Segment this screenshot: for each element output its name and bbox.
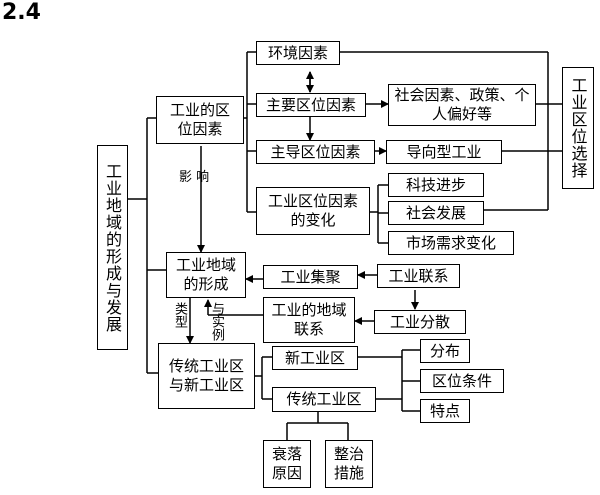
market-node: 市场需求变化 — [388, 231, 514, 255]
root-node: 工业地域的形成与发展 — [97, 145, 128, 350]
location-choice-node: 工业区位选择 — [562, 67, 594, 189]
dominant-factors-node: 主导区位因素 — [256, 140, 375, 164]
main-factors-node: 主要区位因素 — [256, 93, 366, 117]
example-label: 与实例 — [209, 302, 224, 341]
environment-node: 环境因素 — [256, 41, 340, 65]
trad-new-node: 传统工业区与新工业区 — [158, 343, 255, 409]
oriented-industry-node: 导向型工业 — [386, 140, 502, 164]
features-node: 特点 — [420, 399, 470, 423]
factor-change-node: 工业区位因素的变化 — [256, 187, 370, 235]
linkage-node: 工业联系 — [377, 264, 460, 288]
dispersion-node: 工业分散 — [374, 310, 466, 334]
section-number: 2.4 — [2, 0, 41, 25]
formation-node: 工业地域的形成 — [166, 252, 246, 298]
society-node: 社会发展 — [388, 201, 484, 225]
social-policy-node: 社会因素、政策、个人偏好等 — [388, 84, 536, 126]
decline-node: 衰落原因 — [263, 440, 311, 488]
agglomeration-node: 工业集聚 — [263, 265, 358, 289]
new-zone-node: 新工业区 — [272, 346, 358, 370]
regional-link-node: 工业的地域联系 — [263, 297, 355, 343]
type-label: 类型 — [172, 302, 187, 328]
influence-label: 影 响 — [179, 170, 210, 185]
conditions-node: 区位条件 — [420, 369, 504, 393]
tech-node: 科技进步 — [388, 173, 484, 197]
remedy-node: 整治措施 — [325, 440, 373, 488]
trad-zone-node: 传统工业区 — [272, 387, 376, 412]
distribution-node: 分布 — [420, 339, 470, 363]
location-factors-node: 工业的区位因素 — [156, 96, 244, 144]
